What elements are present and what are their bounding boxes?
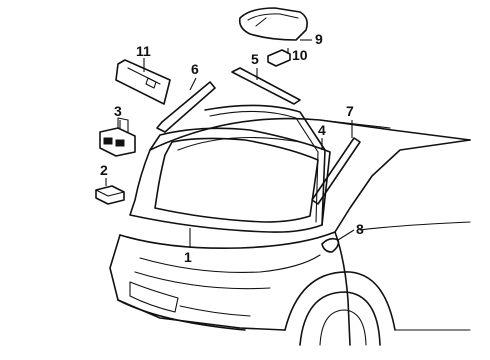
callout-11: 11	[136, 43, 151, 59]
callout-5: 5	[251, 51, 259, 67]
callout-9: 9	[315, 31, 323, 47]
bracket-part-3	[99, 117, 136, 157]
leader-lines	[105, 39, 355, 248]
rearview-mirror-part-9	[238, 7, 308, 41]
callout-3: 3	[114, 103, 122, 119]
windshield-part-1	[129, 127, 331, 233]
callout-10: 10	[292, 47, 308, 63]
callout-2: 2	[100, 162, 108, 178]
callout-1: 1	[184, 249, 192, 265]
molding-part-4	[204, 104, 326, 226]
sun-visor-part-11	[115, 59, 171, 105]
side-molding-part-7	[311, 137, 361, 205]
block-part-2	[95, 185, 125, 205]
side-molding-part-6	[156, 81, 216, 133]
mirror-mount-part-10	[267, 49, 291, 67]
roof-strip-part-5	[231, 67, 301, 105]
callout-8: 8	[356, 221, 364, 237]
callout-6: 6	[191, 61, 199, 77]
clip-part-8	[321, 237, 340, 253]
vehicle-body	[109, 117, 471, 346]
callout-4: 4	[318, 122, 326, 138]
callout-7: 7	[346, 103, 354, 119]
callout-labels: 1 2 3 4 5 6 7 8 9 10 11	[100, 31, 364, 265]
